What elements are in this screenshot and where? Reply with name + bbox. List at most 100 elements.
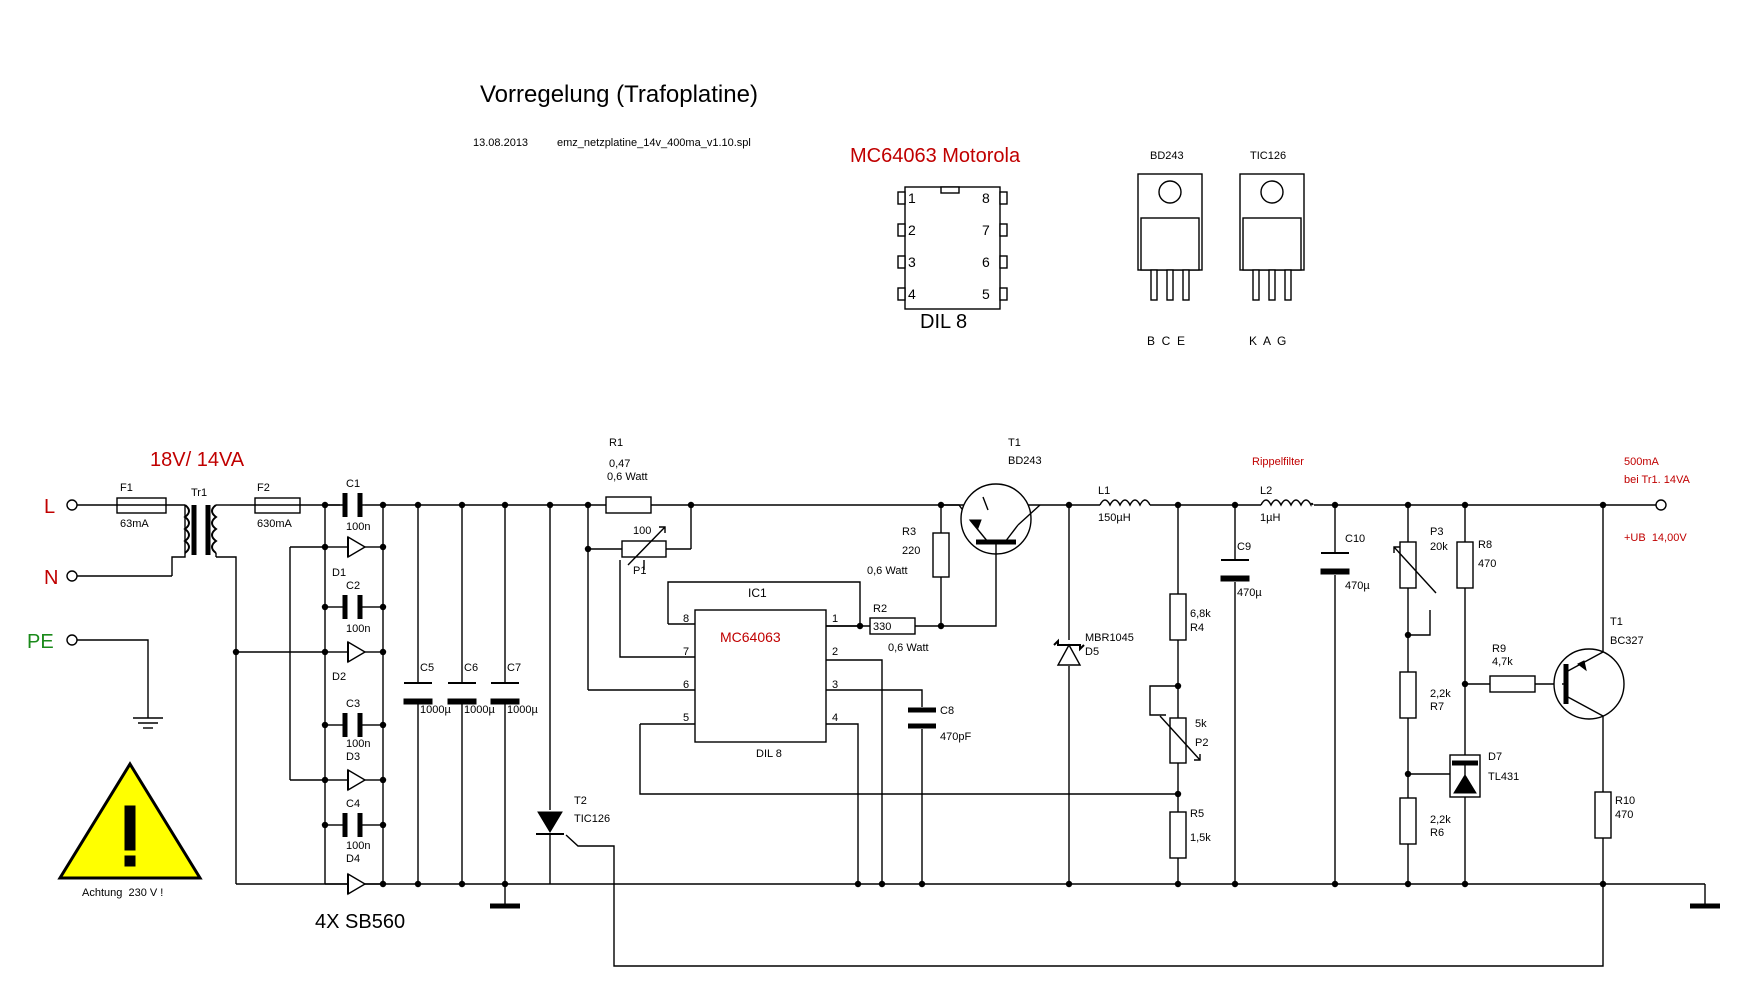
resistor-r10: R10 470 [1594, 791, 1635, 839]
inductor-l2: Rippelfilter L2 1µH [1252, 456, 1314, 524]
bridge-rectifier: C1 100n D1 C2 100n D2 C3 100n D3 [315, 478, 405, 933]
c7-ref: C7 [507, 662, 521, 674]
warning-sign: Achtung 230 V ! [57, 761, 203, 899]
r8-ref: R8 [1478, 539, 1492, 551]
terminal-n [66, 570, 78, 582]
r10-ref: R10 [1615, 795, 1635, 807]
r6-value: 2,2k [1430, 814, 1451, 826]
c2-ref: C2 [346, 580, 360, 592]
r4-value: 6,8k [1190, 608, 1211, 620]
d5-part: MBR1045 [1085, 632, 1134, 644]
ripple-label: Rippelfilter [1252, 456, 1304, 468]
resistor-r8: R8 470 [1456, 539, 1496, 589]
r7-ref: R7 [1430, 701, 1444, 713]
c6-ref: C6 [464, 662, 478, 674]
to220-bd243-drawing: BD243 B C E [1137, 150, 1203, 348]
f1-value: 63mA [120, 518, 149, 530]
r5-value: 1,5k [1190, 832, 1211, 844]
t1b-part: BC327 [1610, 635, 1644, 647]
c6-value: 1000µ [464, 704, 495, 716]
p1-ref: P1 [633, 565, 646, 577]
fuse-f2: F2 630mA [254, 482, 301, 530]
ic1-ref: IC1 [748, 586, 767, 600]
dil-pin-5: 5 [982, 286, 990, 302]
schottky-d5: MBR1045 D5 [1053, 632, 1134, 666]
r2-value: 330 [873, 621, 891, 633]
output-terminal-dot [1655, 499, 1667, 511]
r9-ref: R9 [1492, 643, 1506, 655]
r7-value: 2,2k [1430, 688, 1451, 700]
to220-bd243-name: BD243 [1150, 150, 1184, 162]
input-terminals: L N PE [27, 496, 78, 653]
c10-ref: C10 [1345, 533, 1365, 545]
ic-package-name: MC64063 Motorola [850, 145, 1021, 167]
c8-ref: C8 [940, 705, 954, 717]
r3-value: 220 [902, 545, 920, 557]
d5-ref: D5 [1085, 646, 1099, 658]
to220-tic126-drawing: TIC126 K A G [1239, 150, 1305, 348]
ic1-pin-2: 2 [832, 646, 838, 658]
capacitor-c8: C8 470pF [908, 705, 971, 743]
r3-ref: R3 [902, 526, 916, 538]
c3-value: 100n [346, 738, 370, 750]
c1-value: 100n [346, 521, 370, 533]
dil8-package-drawing: MC64063 Motorola 1 2 3 4 8 7 6 5 DIL 8 [850, 145, 1021, 333]
ic1-pin-1: 1 [832, 613, 838, 625]
dil-pin-2: 2 [908, 222, 916, 238]
resistor-r4: 6,8k R4 [1169, 593, 1211, 641]
c5-value: 1000µ [420, 704, 451, 716]
capacitor-c10: C10 470µ [1320, 533, 1370, 592]
page-title: Vorregelung (Trafoplatine) [480, 81, 758, 108]
output-note: bei Tr1. 14VA [1624, 474, 1690, 486]
transformer-tr1: 18V/ 14VA Tr1 [150, 449, 245, 557]
potentiometer-p2: 5k P2 [1159, 715, 1208, 764]
r3-power: 0,6 Watt [867, 565, 908, 577]
r9-value: 4,7k [1492, 656, 1513, 668]
ic1-pin-4: 4 [832, 712, 838, 724]
dil-pin-8: 8 [982, 190, 990, 206]
ic1-name: MC64063 [720, 629, 781, 645]
resistor-r9: R9 4,7k [1489, 643, 1536, 693]
tr1-ref: Tr1 [191, 487, 207, 499]
r1-power: 0,6 Watt [607, 471, 648, 483]
output-voltage: +UB 14,00V [1624, 532, 1687, 544]
d2-ref: D2 [332, 671, 346, 683]
to220-tic126-name: TIC126 [1250, 150, 1286, 162]
c7-value: 1000µ [507, 704, 538, 716]
p2-ref: P2 [1195, 737, 1208, 749]
shunt-regulator-d7: D7 TL431 [1449, 751, 1519, 798]
label-n: N [44, 567, 58, 589]
resistor-r3: R3 220 0,6 Watt [867, 526, 950, 578]
l2-value: 1µH [1260, 512, 1280, 524]
potentiometer-p3: P3 20k [1393, 526, 1448, 594]
resistor-r5: R5 1,5k [1169, 808, 1211, 859]
r1-ref: R1 [609, 437, 623, 449]
d7-part: TL431 [1488, 771, 1519, 783]
dil-pin-4: 4 [908, 286, 916, 302]
inductor-l1: L1 150µH [1098, 485, 1151, 524]
dil-pin-6: 6 [982, 254, 990, 270]
label-pe: PE [27, 631, 54, 653]
capacitor-c9: C9 470µ [1220, 541, 1262, 599]
c1-ref: C1 [346, 478, 360, 490]
c3-ref: C3 [346, 698, 360, 710]
t1-ref: T1 [1008, 437, 1021, 449]
c9-value: 470µ [1237, 587, 1262, 599]
warning-exclamation-icon [124, 805, 136, 851]
r4-ref: R4 [1190, 622, 1204, 634]
output-terminal: 500mA bei Tr1. 14VA +UB 14,00V [1624, 456, 1690, 544]
date-label: 13.08.2013 [473, 137, 528, 149]
resistor-r2: R2 330 0,6 Watt [869, 603, 929, 654]
r5-ref: R5 [1190, 808, 1204, 820]
ic1-pin-5: 5 [683, 712, 689, 724]
r2-ref: R2 [873, 603, 887, 615]
warning-text: Achtung 230 V ! [82, 887, 163, 899]
bridge-part-label: 4X SB560 [315, 911, 405, 933]
filename-label: emz_netzplatine_14v_400ma_v1.10.spl [557, 137, 751, 149]
t2-part: TIC126 [574, 813, 610, 825]
p3-value: 20k [1430, 541, 1448, 553]
r10-value: 470 [1615, 809, 1633, 821]
l1-ref: L1 [1098, 485, 1110, 497]
ic1-mc64063: IC1 MC64063 DIL 8 8 7 6 5 1 2 3 4 [683, 586, 838, 760]
t1-part: BD243 [1008, 455, 1042, 467]
